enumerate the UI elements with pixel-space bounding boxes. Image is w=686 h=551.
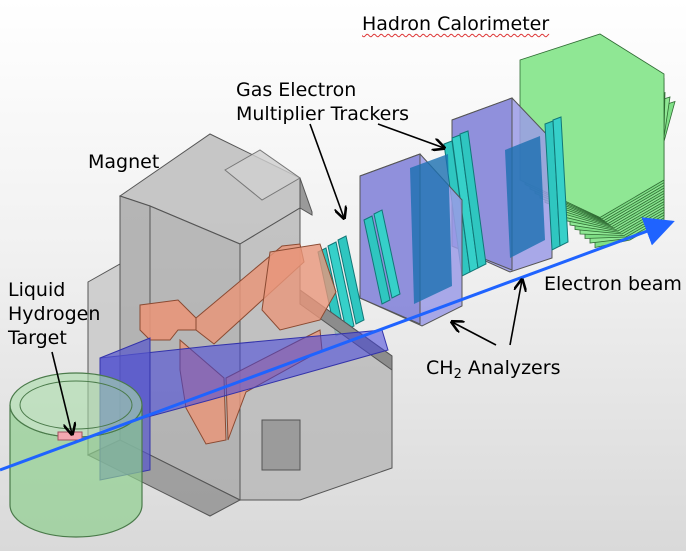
- hadron-calorimeter: [519, 33, 676, 248]
- electron-beam-label: Electron beam: [544, 273, 682, 295]
- magnet-label: Magnet: [88, 151, 160, 173]
- gem-trackers-label: Gas Electron Multiplier Trackers: [236, 79, 410, 125]
- gem-tracker-2: [443, 116, 569, 277]
- hydrogen-target: [9, 372, 143, 538]
- ch2-analyzers-label: CH2 Analyzers: [426, 357, 561, 382]
- hydrogen-target-label: Liquid Hydrogen Target: [8, 279, 101, 349]
- electron-beam-line: [0, 217, 675, 472]
- hadron-calorimeter-label: Hadron Calorimeter: [362, 13, 550, 35]
- label-arrows: [51, 123, 522, 434]
